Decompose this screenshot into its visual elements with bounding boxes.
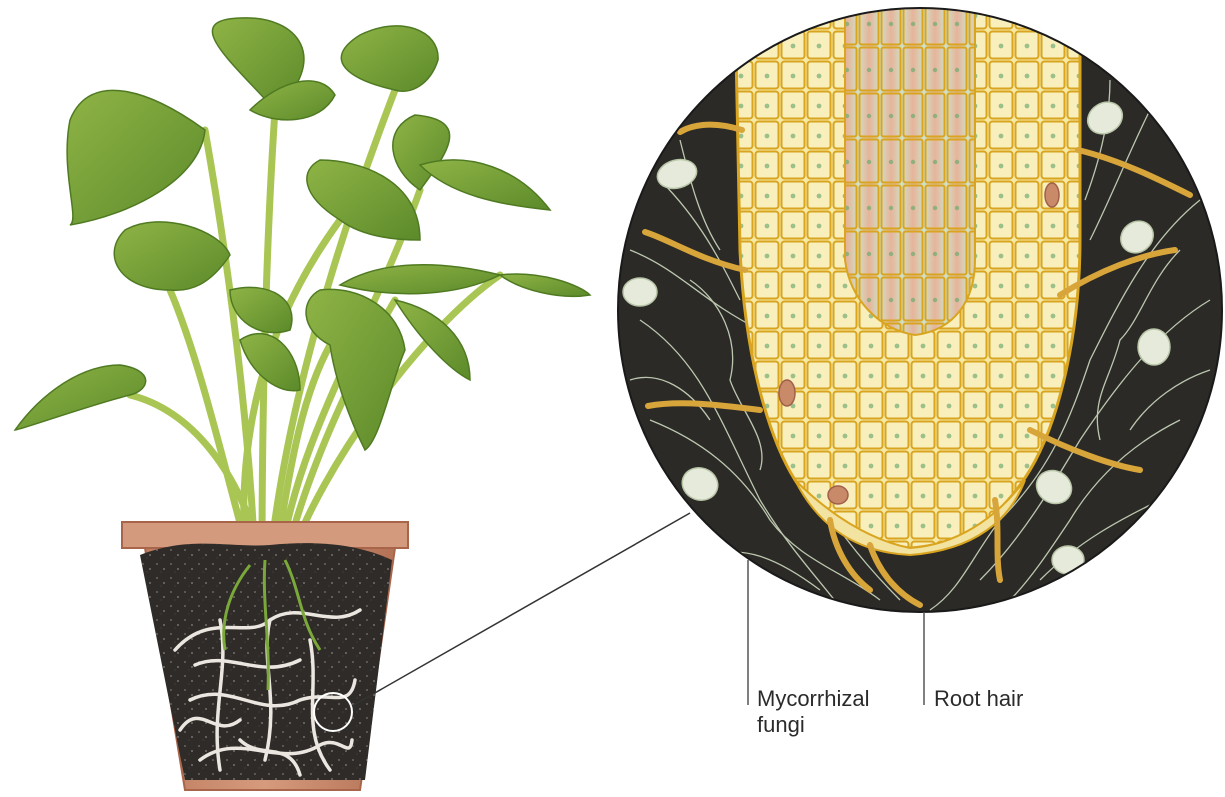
spore bbox=[623, 278, 657, 306]
root-vascular-core bbox=[845, 0, 975, 335]
spore bbox=[1138, 329, 1170, 365]
mycorrhizal-fungi-label: Mycorrhizal fungi bbox=[757, 686, 869, 738]
potted-plant bbox=[15, 18, 590, 790]
spore bbox=[1052, 546, 1084, 574]
pot-rim bbox=[122, 522, 408, 548]
mycorrhizal-label-line2: fungi bbox=[757, 712, 869, 738]
mycorrhizal-label-line1: Mycorrhizal bbox=[757, 686, 869, 712]
magnified-root-tip bbox=[618, 0, 1222, 620]
root-hair-label: Root hair bbox=[934, 686, 1023, 712]
